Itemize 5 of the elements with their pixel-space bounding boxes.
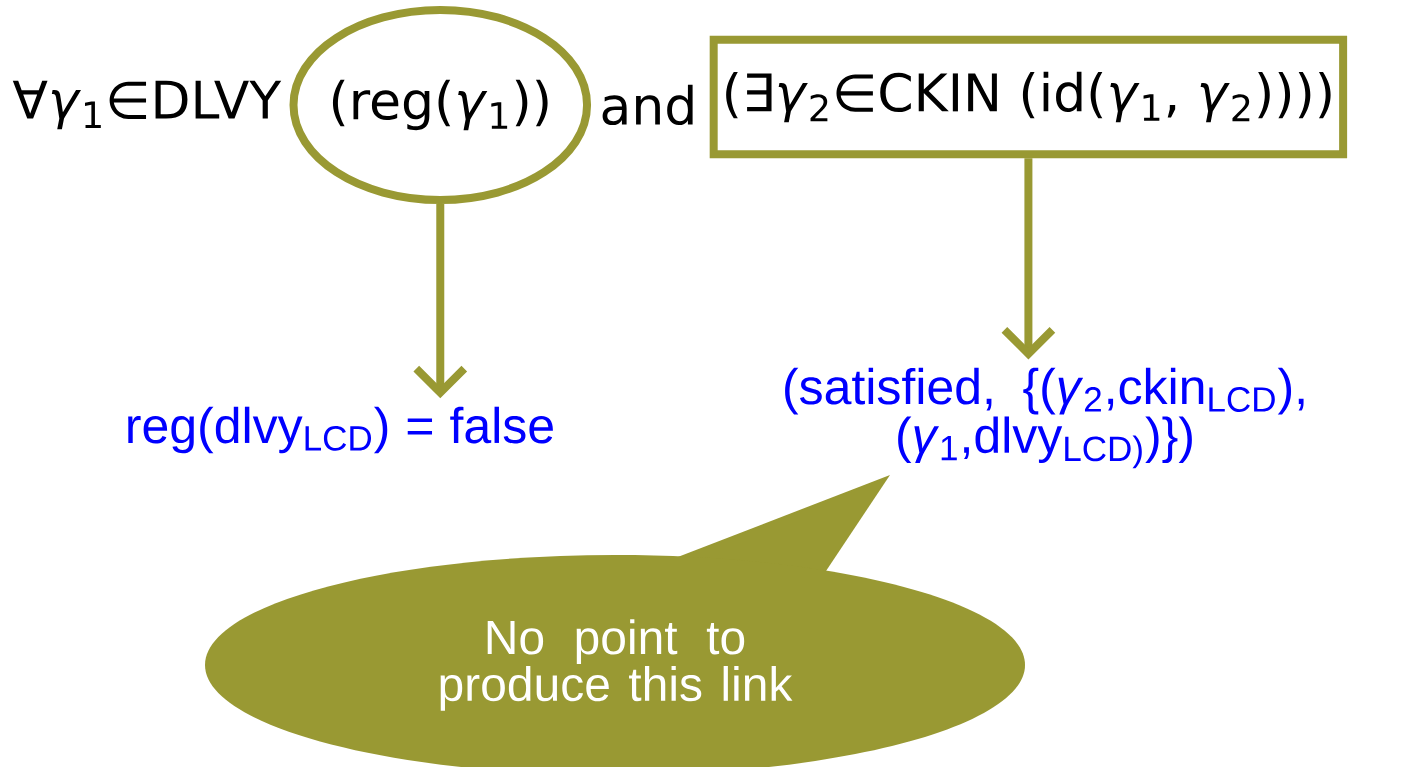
speech-bubble: No point to produce this link [205, 475, 1025, 767]
result-text: reg(dlvy$_{LCD}$) = false [128, 406, 553, 454]
formula-text: and [602, 84, 693, 126]
highlight-box: (∃γ$_{2}$∈CKIN (id(γ$_{1}$, γ$_{2}$)))) [709, 35, 1348, 159]
result-text: (satisfied, {(γ$_{2}$,ckin$_{LCD}$), (γ$_{1}$,dlvy$_{LCD)}$)}) [785, 367, 1304, 469]
